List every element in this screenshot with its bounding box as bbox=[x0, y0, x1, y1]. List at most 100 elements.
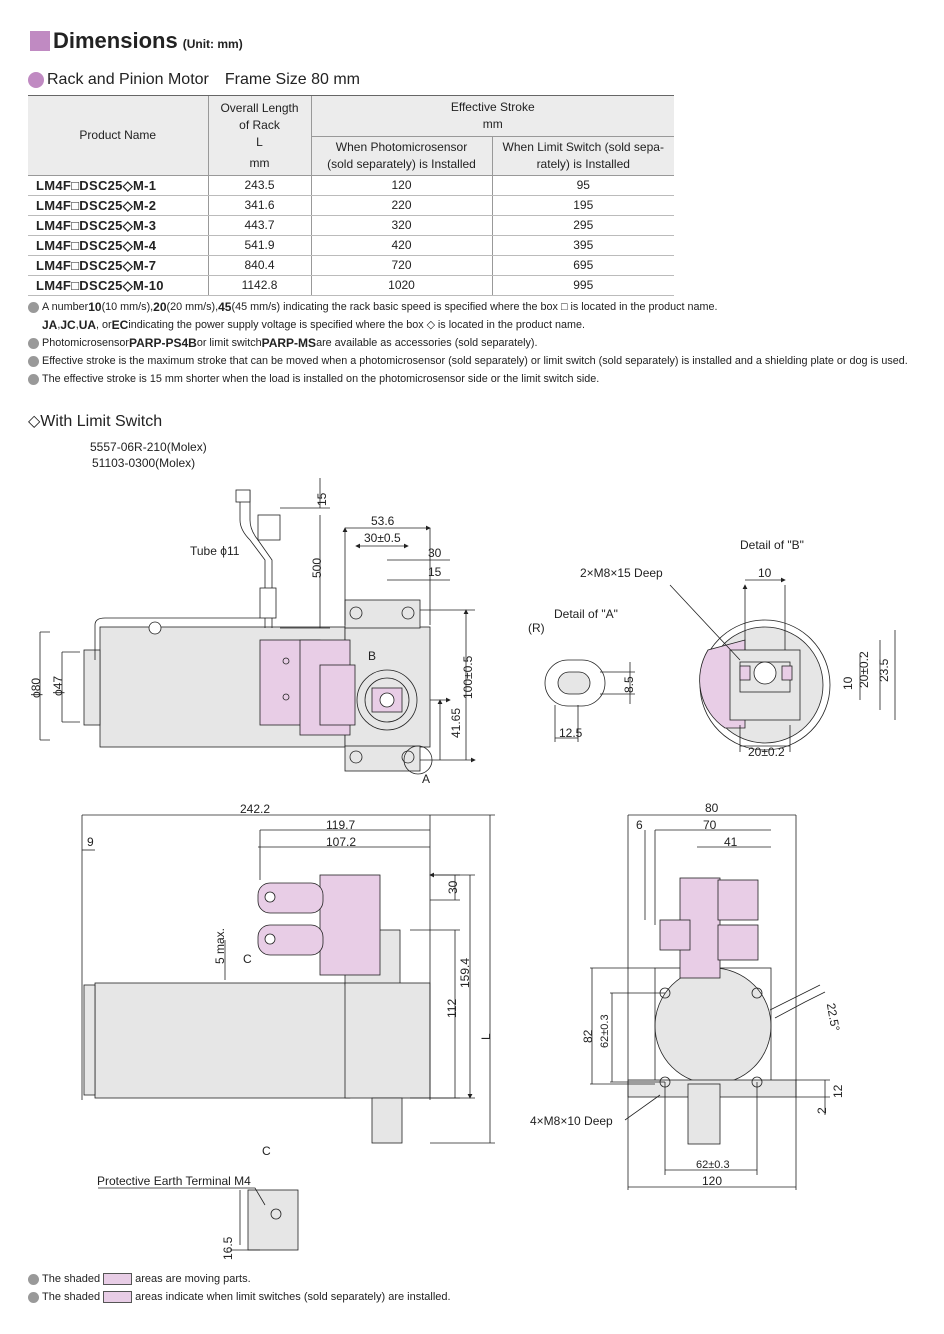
svg-text:Detail of "A": Detail of "A" bbox=[554, 607, 618, 621]
svg-text:23.5: 23.5 bbox=[877, 658, 891, 682]
svg-text:(R): (R) bbox=[528, 621, 545, 635]
bullet-icon bbox=[28, 1291, 39, 1303]
note-speed: A number 10 (10 mm/s), 20 (20 mm/s), 45 … bbox=[28, 298, 908, 316]
cell-name: LM4F□DSC25◇M-1 bbox=[28, 175, 208, 196]
drawing-title: ◇With Limit Switch bbox=[28, 413, 163, 430]
cell-photo: 220 bbox=[310, 195, 492, 216]
bullet-icon bbox=[28, 301, 39, 313]
cell-length: 541.9 bbox=[207, 235, 311, 256]
bullet-icon bbox=[28, 1273, 39, 1285]
svg-text:9: 9 bbox=[87, 835, 94, 849]
cell-length: 1142.8 bbox=[207, 275, 311, 296]
svg-text:12: 12 bbox=[831, 1084, 845, 1098]
shade-swatch bbox=[103, 1291, 133, 1303]
note-effective-stroke: Effective stroke is the maximum stroke t… bbox=[28, 352, 908, 370]
bullet-icon bbox=[28, 373, 39, 385]
cell-length: 840.4 bbox=[207, 255, 311, 276]
svg-text:A: A bbox=[422, 772, 430, 786]
svg-text:Protective Earth Terminal M4: Protective Earth Terminal M4 bbox=[97, 1174, 251, 1188]
svg-text:C: C bbox=[262, 1144, 271, 1158]
svg-text:20±0.2: 20±0.2 bbox=[857, 651, 871, 688]
cell-limit: 195 bbox=[491, 195, 674, 216]
cell-limit: 95 bbox=[491, 175, 674, 196]
cell-name: LM4F□DSC25◇M-10 bbox=[28, 275, 208, 296]
bullet-icon bbox=[28, 355, 39, 367]
section-heading: Rack and Pinion Motor Frame Size 80 mm bbox=[28, 71, 360, 89]
cell-photo: 320 bbox=[310, 215, 492, 236]
section-title: Rack and Pinion Motor bbox=[47, 71, 209, 88]
svg-text:Detail of "B": Detail of "B" bbox=[740, 538, 804, 552]
cell-photo: 1020 bbox=[310, 275, 492, 296]
note-shorter: The effective stroke is 15 mm shorter wh… bbox=[28, 370, 908, 388]
notes: A number 10 (10 mm/s), 20 (20 mm/s), 45 … bbox=[28, 298, 908, 388]
cell-name: LM4F□DSC25◇M-7 bbox=[28, 255, 208, 276]
svg-text:2×M8×15 Deep: 2×M8×15 Deep bbox=[580, 566, 663, 580]
svg-text:159.4: 159.4 bbox=[458, 958, 472, 988]
header-product: Product Name bbox=[28, 95, 208, 176]
cell-name: LM4F□DSC25◇M-4 bbox=[28, 235, 208, 256]
dimension-drawing: 5557-06R-210(Molex) 51103-0300(Molex) Tu… bbox=[29, 440, 896, 1260]
cell-limit: 995 bbox=[491, 275, 674, 296]
note-voltage: JA, JC, UA, or EC indicating the power s… bbox=[42, 318, 585, 332]
header-limit: When Limit Switch (sold sepa-rately) is … bbox=[491, 136, 674, 176]
svg-text:82: 82 bbox=[581, 1029, 595, 1043]
cell-length: 243.5 bbox=[207, 175, 311, 196]
svg-text:80: 80 bbox=[705, 801, 719, 815]
svg-text:30±0.5: 30±0.5 bbox=[364, 531, 401, 545]
title-marker-icon bbox=[30, 31, 50, 51]
page-title: Dimensions (Unit: mm) bbox=[30, 28, 243, 54]
svg-text:20±0.2: 20±0.2 bbox=[748, 745, 785, 759]
svg-text:119.7: 119.7 bbox=[326, 818, 355, 832]
label-connector1: 5557-06R-210(Molex) bbox=[90, 440, 207, 454]
svg-text:5 max.: 5 max. bbox=[213, 928, 227, 964]
svg-text:62±0.3: 62±0.3 bbox=[696, 1159, 730, 1171]
cell-name: LM4F□DSC25◇M-3 bbox=[28, 215, 208, 236]
svg-text:4×M8×10 Deep: 4×M8×10 Deep bbox=[530, 1114, 613, 1128]
svg-text:70: 70 bbox=[703, 818, 717, 832]
section-frame: Frame Size 80 mm bbox=[224, 71, 360, 88]
svg-text:10: 10 bbox=[841, 676, 855, 690]
cell-photo: 720 bbox=[310, 255, 492, 276]
svg-text:41.65: 41.65 bbox=[449, 708, 463, 738]
svg-text:100±0.5: 100±0.5 bbox=[461, 655, 475, 699]
header-photo: When Photomicrosensor(sold separately) i… bbox=[310, 136, 492, 176]
label-connector2: 51103-0300(Molex) bbox=[92, 456, 195, 470]
svg-text:53.6: 53.6 bbox=[371, 514, 395, 528]
cell-limit: 395 bbox=[491, 235, 674, 256]
svg-text:41: 41 bbox=[724, 835, 738, 849]
svg-text:ϕ80: ϕ80 bbox=[29, 678, 43, 698]
svg-text:L: L bbox=[479, 1033, 493, 1040]
svg-text:30: 30 bbox=[428, 546, 442, 560]
svg-text:62±0.3: 62±0.3 bbox=[599, 1014, 611, 1048]
drawing-labels: 5557-06R-210(Molex) 51103-0300(Molex) Tu… bbox=[29, 440, 891, 1260]
svg-text:15: 15 bbox=[315, 492, 329, 506]
svg-text:242.2: 242.2 bbox=[240, 802, 270, 816]
svg-text:15: 15 bbox=[428, 565, 442, 579]
svg-text:500: 500 bbox=[310, 558, 324, 578]
cell-length: 443.7 bbox=[207, 215, 311, 236]
svg-text:120: 120 bbox=[702, 1174, 722, 1188]
svg-text:6: 6 bbox=[636, 818, 643, 832]
bullet-icon bbox=[28, 72, 44, 88]
svg-text:30: 30 bbox=[446, 880, 460, 894]
svg-text:112: 112 bbox=[445, 999, 459, 1018]
cell-photo: 420 bbox=[310, 235, 492, 256]
cell-photo: 120 bbox=[310, 175, 492, 196]
title-text: Dimensions bbox=[53, 28, 178, 53]
cell-limit: 695 bbox=[491, 255, 674, 276]
svg-text:12.5: 12.5 bbox=[559, 726, 583, 740]
svg-text:22.5°: 22.5° bbox=[824, 1002, 843, 1032]
svg-text:16.5: 16.5 bbox=[221, 1236, 235, 1260]
